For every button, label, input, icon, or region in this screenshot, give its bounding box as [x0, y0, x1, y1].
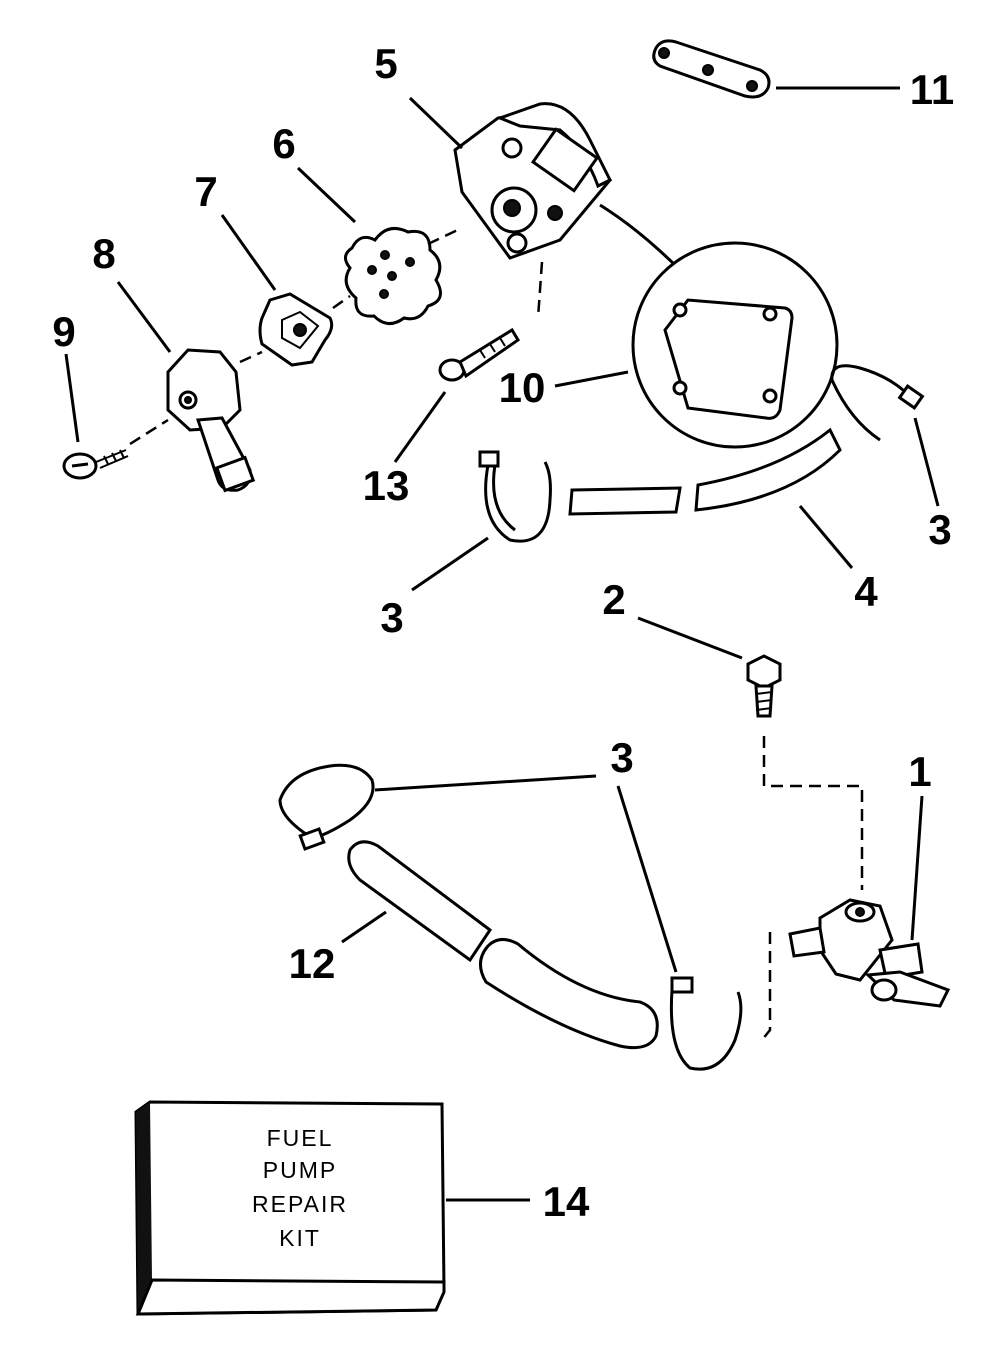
- callout-3-upper-left: 3: [380, 594, 403, 641]
- part-5-pump-body: [408, 96, 613, 260]
- kit-label-line-1: FUEL: [267, 1125, 334, 1151]
- part-3-clamp-upper-right: [830, 364, 940, 507]
- part-3-clamp-lower-right: [616, 785, 743, 1071]
- part-6-diaphragm: [296, 166, 463, 325]
- part-13-screw: [393, 261, 544, 463]
- callout-1: 1: [908, 748, 931, 795]
- part-3-clamp-upper-left: [411, 450, 552, 592]
- part-3-clamp-lower-left: [278, 763, 597, 851]
- callout-3-lower: 3: [610, 734, 633, 781]
- part-9-screw: [62, 353, 169, 480]
- callout-13: 13: [363, 462, 410, 509]
- part-2-bolt: [637, 616, 864, 890]
- callout-labels: 1 2 3 3 3 3 4 5 6 7 8 9 10 11 12 13 14: [52, 40, 954, 1225]
- part-11-gasket-plate: [652, 39, 900, 99]
- callout-9: 9: [52, 308, 75, 355]
- part-10-mounting-cover: [554, 203, 839, 449]
- part-14-repair-kit-box[interactable]: FUEL PUMP REPAIR KIT: [134, 1100, 530, 1316]
- part-12-hose: [341, 840, 659, 1050]
- kit-label-line-4: KIT: [279, 1225, 321, 1251]
- callout-7: 7: [194, 168, 217, 215]
- callout-8: 8: [92, 230, 115, 277]
- kit-label-line-3: REPAIR: [252, 1191, 348, 1217]
- callout-12: 12: [289, 940, 336, 987]
- part-7-gasket: [220, 214, 351, 367]
- callout-4: 4: [854, 568, 878, 615]
- kit-label-line-2: PUMP: [263, 1157, 337, 1183]
- callout-2: 2: [602, 576, 625, 623]
- callout-10: 10: [499, 364, 546, 411]
- part-4-hose: [568, 427, 854, 569]
- callout-11: 11: [910, 66, 954, 113]
- callout-6: 6: [272, 120, 295, 167]
- callout-14: 14: [543, 1178, 590, 1225]
- callout-5: 5: [374, 40, 397, 87]
- part-8-pump-cover: [116, 281, 263, 493]
- part-1-fuel-valve: [761, 795, 951, 1041]
- callout-3-upper-right: 3: [928, 506, 951, 553]
